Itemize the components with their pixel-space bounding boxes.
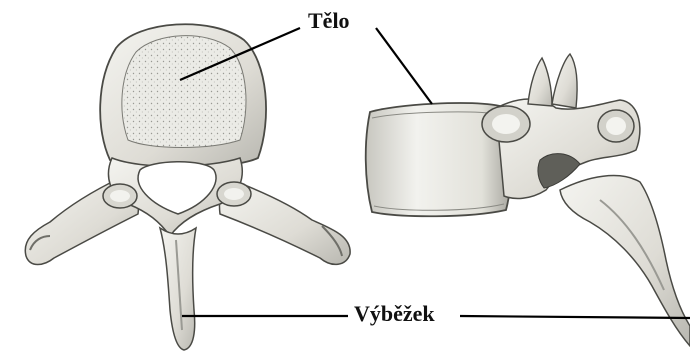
process-leader-right — [460, 316, 690, 318]
superior-articular-process-2 — [552, 54, 577, 108]
body-leader-right — [376, 28, 432, 104]
superior-articular-process — [528, 58, 552, 106]
label-process: Výběžek — [350, 303, 439, 325]
spinous-process-top-view — [160, 228, 196, 350]
spinous-process-side-view — [560, 176, 690, 346]
spongy-bone-surface — [122, 36, 246, 148]
intervertebral-notch — [538, 154, 580, 188]
vertebra-top-view — [25, 24, 350, 350]
label-body: Tělo — [304, 10, 354, 32]
